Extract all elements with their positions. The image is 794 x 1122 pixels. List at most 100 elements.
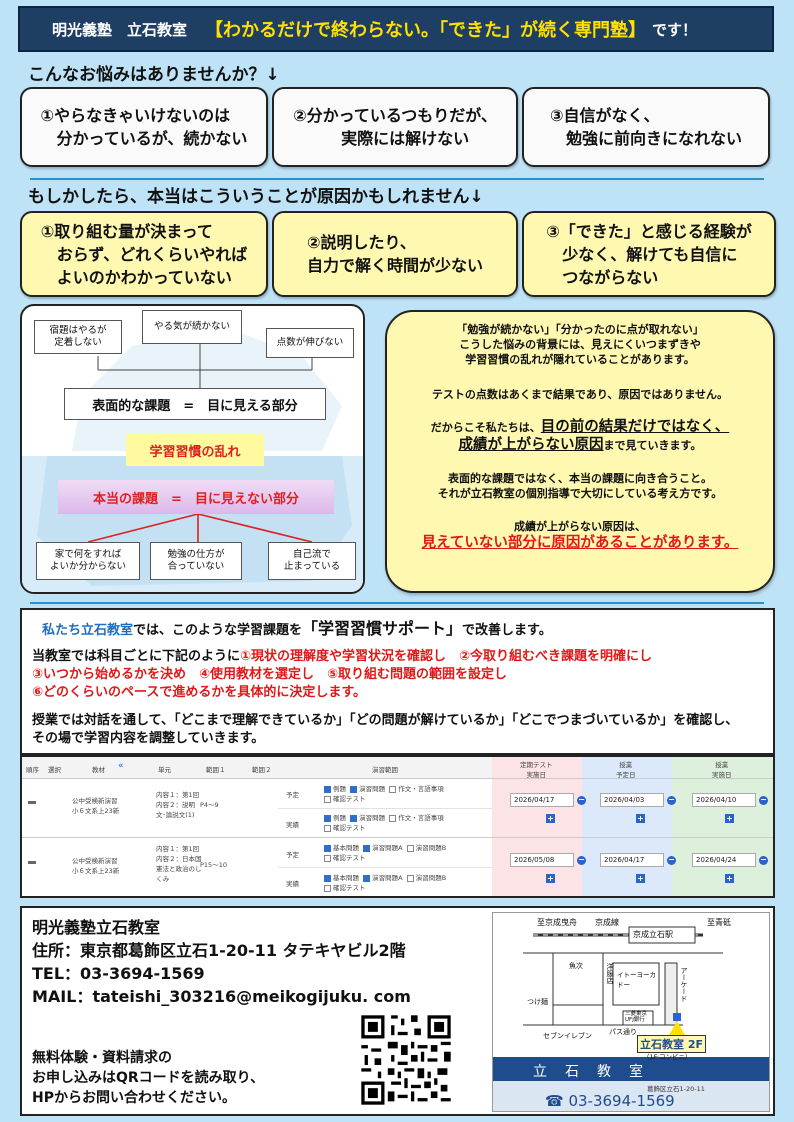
support-section: 私たち立石教室では、このような学習課題を「学習習慣サポート」で改善します。 当教… xyxy=(20,608,775,755)
location-map: 至京成曳舟 京成線 至青砥 京成立石駅 魚次 洋服店 イトーヨーカドー アーケー… xyxy=(492,912,770,1112)
plus-icon[interactable]: + xyxy=(725,814,734,823)
contact-tel[interactable]: TEL：03-3694-1569 xyxy=(32,964,205,983)
qr-code[interactable] xyxy=(358,1012,454,1108)
checkbox-icon[interactable] xyxy=(324,854,331,862)
collapse-icon[interactable]: « xyxy=(118,761,124,771)
check-icon[interactable] xyxy=(350,785,358,793)
support-l1d: で改善します。 xyxy=(462,623,552,638)
plus-icon[interactable]: + xyxy=(636,874,645,883)
row-2-done-checks[interactable]: 基本問題 演習問題A 演習問題B 確認テスト xyxy=(324,872,446,892)
row-2-plan-label: 予定 xyxy=(286,851,299,859)
row-1-plan-c4: 確認テスト xyxy=(333,795,366,803)
issue-box-homework-line-1: 宿題はやるが xyxy=(49,325,107,336)
row-2-actual-date[interactable]: 2026/04/24 xyxy=(692,853,756,867)
map-label-line1: 至京成曳舟 xyxy=(537,918,577,927)
row-1-plan-checks[interactable]: 例題 演習問題 作文・言語事項 確認テスト xyxy=(324,783,444,803)
divider xyxy=(30,178,764,180)
table-header-actual xyxy=(672,757,773,779)
map-bank: 三菱東京UFJ銀行 xyxy=(625,1011,648,1023)
check-icon[interactable] xyxy=(324,814,331,822)
checkbox-icon[interactable] xyxy=(406,874,414,882)
checkbox-icon[interactable] xyxy=(324,824,331,832)
checkbox-icon[interactable] xyxy=(324,884,331,892)
minus-icon[interactable]: − xyxy=(577,795,586,805)
row-divider xyxy=(22,837,773,838)
worry-2-line-1: ②分かっているつもりだが、 xyxy=(293,106,497,125)
cause-1-line-1: ①取り組む量が決まって xyxy=(40,221,213,241)
plus-icon[interactable]: + xyxy=(546,814,555,823)
checkbox-icon[interactable] xyxy=(406,844,414,852)
habit-label: 学習習慣の乱れ xyxy=(126,434,264,466)
drag-handle-2[interactable] xyxy=(28,861,36,864)
minus-icon[interactable]: − xyxy=(667,795,676,805)
row-2-plan-c1: 基本問題 xyxy=(333,844,359,852)
worries-title: こんなお悩みはありませんか？↓ xyxy=(28,65,280,85)
support-l2b: ①現状の理解度や学習状況を確認し ②今取り組むべき課題を明確にし xyxy=(240,649,653,664)
map-label-line1b: 京成線 xyxy=(595,918,619,927)
support-line-1: 私たち立石教室では、このような学習課題を「学習習慣サポート」で改善します。 xyxy=(42,620,552,639)
check-icon[interactable] xyxy=(324,874,331,882)
col-unit: 単元 xyxy=(158,766,171,774)
row-2-plan-c2: 演習問題A xyxy=(372,844,403,852)
row-2-plan-c3: 演習問題B xyxy=(415,844,447,852)
check-icon[interactable] xyxy=(350,814,358,822)
row-1-plan-date[interactable]: 2026/04/03 xyxy=(600,793,664,807)
callout-p1-line-1: 「勉強が続かない」「分かったのに点が取れない」 xyxy=(456,323,704,336)
map-shop-3: イトーヨーカドー xyxy=(617,971,656,989)
minus-icon[interactable]: − xyxy=(759,795,768,805)
cta-line-1: 無料体験・資料請求の xyxy=(32,1050,172,1066)
col-range2: 範囲２ xyxy=(252,766,272,774)
contact-mail[interactable]: MAIL：tateishi_303216@meikogijuku. com xyxy=(32,987,411,1006)
callout-p1-line-3: 学習習慣の乱れが隠れていることがあります。 xyxy=(465,353,695,366)
check-icon[interactable] xyxy=(363,844,371,852)
support-l1a: 私たち立石教室 xyxy=(42,623,134,638)
row-1-material-l1: 公中受検新演習 xyxy=(72,797,118,805)
row-1-done-c3: 作文・言語事項 xyxy=(398,814,444,822)
slogan-suffix: です！ xyxy=(652,20,698,39)
row-2-done-label: 実績 xyxy=(286,880,299,888)
cause-2-line-2: 自力で解く時間が少ない xyxy=(306,256,483,275)
row-1-material: 公中受検新演習小６文系上23新 xyxy=(72,795,119,815)
plus-icon[interactable]: + xyxy=(725,874,734,883)
worry-3-line-2: 勉強に前向きになれない xyxy=(549,129,742,148)
map-station: 京成立石駅 xyxy=(633,930,673,939)
row-2-test-date[interactable]: 2026/05/08 xyxy=(510,853,574,867)
col-order: 順序 xyxy=(26,766,39,774)
row-2-done-c2: 演習問題A xyxy=(372,874,403,882)
checkbox-icon[interactable] xyxy=(389,814,397,822)
row-1-done-checks[interactable]: 例題 演習問題 作文・言語事項 確認テスト xyxy=(324,812,444,832)
row-2-plan-checks[interactable]: 基本問題 演習問題A 演習問題B 確認テスト xyxy=(324,842,446,862)
contact-name: 明光義塾立石教室 xyxy=(32,918,161,937)
check-icon[interactable] xyxy=(324,844,331,852)
study-plan-table: 順序 選択 教材 « 単元 範囲１ 範囲２ 演習範囲 定期テスト実施日 授業予定… xyxy=(20,755,775,898)
row-2-plan-date[interactable]: 2026/04/17 xyxy=(600,853,664,867)
col-select: 選択 xyxy=(48,766,61,774)
iceberg-diagram: 宿題はやるが定着しない やる気が続かない 点数が伸びない 表面的な課題 = 目に… xyxy=(20,304,365,594)
callout-p2: テストの点数はあくまで結果であり、原因ではありません。 xyxy=(431,388,729,401)
row-1-actual-date[interactable]: 2026/04/10 xyxy=(692,793,756,807)
surface-issue-bar: 表面的な課題 = 目に見える部分 xyxy=(64,388,326,420)
checkbox-icon[interactable] xyxy=(324,795,331,803)
map-tel-number: 03-3694-1569 xyxy=(568,1092,675,1110)
map-band-title: 立 石 教 室 xyxy=(533,1064,645,1080)
worry-box-3: ③自信がなく、 勉強に前向きになれない xyxy=(522,87,770,167)
check-icon[interactable] xyxy=(363,874,371,882)
cause-box-selfstyle-line-1: 自己流で xyxy=(292,549,331,560)
contact-cta: 無料体験・資料請求の お申し込みはQRコードを読み取り、 HPからお問い合わせく… xyxy=(32,1048,264,1108)
callout-p4-line-1: 表面的な課題ではなく、本当の課題に向き合うこと。 xyxy=(448,472,712,485)
worry-box-2: ②分かっているつもりだが、 実際には解けない xyxy=(272,87,518,167)
minus-icon[interactable]: − xyxy=(577,855,586,865)
plus-icon[interactable]: + xyxy=(636,814,645,823)
minus-icon[interactable]: − xyxy=(759,855,768,865)
cause-box-home-line-2: よいか分からない xyxy=(49,561,126,572)
minus-icon[interactable]: − xyxy=(667,855,676,865)
plus-icon[interactable]: + xyxy=(546,874,555,883)
checkbox-icon[interactable] xyxy=(389,785,397,793)
drag-handle-1[interactable] xyxy=(28,801,36,804)
check-icon[interactable] xyxy=(324,785,331,793)
row-2-unit-l3: 憲法と政治のし xyxy=(156,865,202,873)
row-1-done-c4: 確認テスト xyxy=(333,824,366,832)
row-2-range: P15～10 xyxy=(200,861,227,869)
cause-box-method: 勉強の仕方が合っていない xyxy=(150,542,242,580)
row-1-test-date[interactable]: 2026/04/17 xyxy=(510,793,574,807)
